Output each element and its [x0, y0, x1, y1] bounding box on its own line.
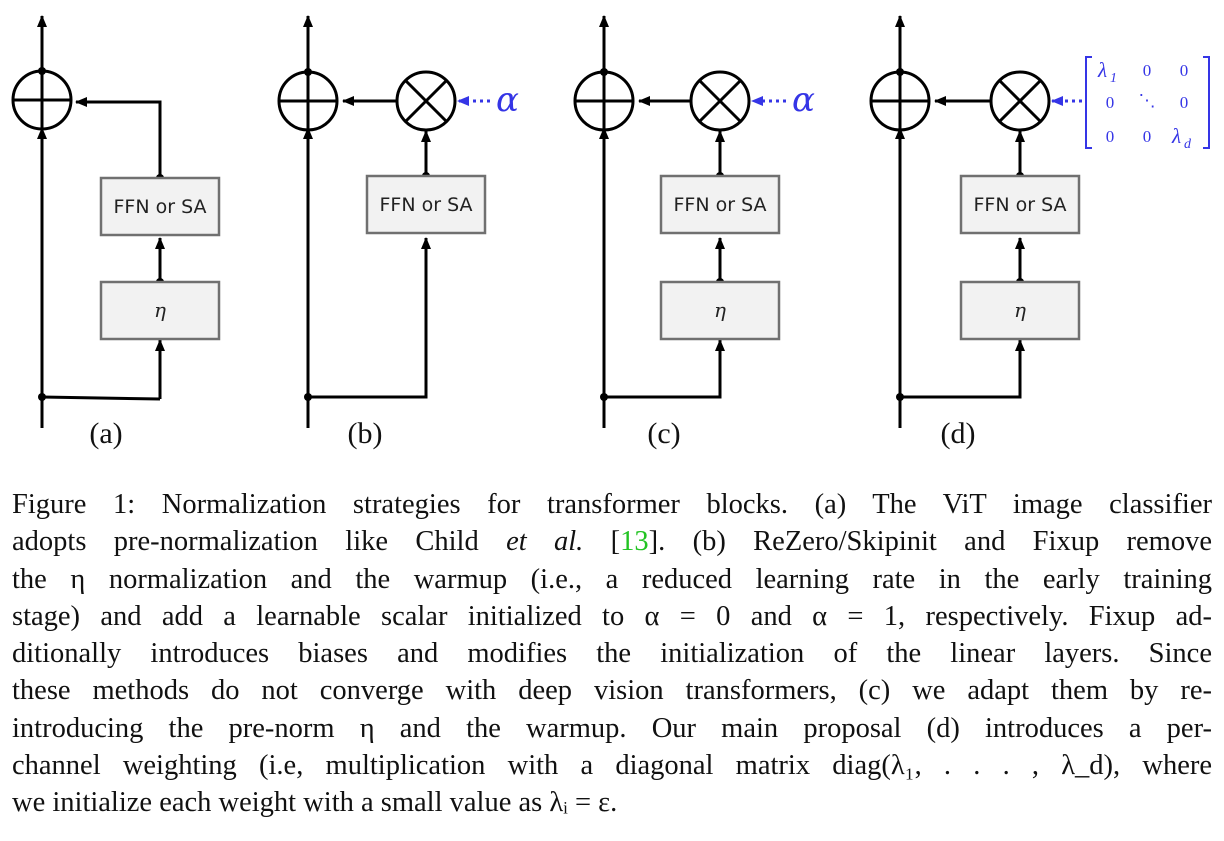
citation-link[interactable]: 13 — [620, 526, 649, 558]
panel-label-b: (b) — [348, 417, 383, 450]
matrix-zero-21: 0 — [1106, 93, 1115, 112]
caption-line-6: these methods do not converge with deep … — [12, 675, 1212, 707]
caption-line-8: channel weighting (i.e, multiplication w… — [12, 750, 1212, 782]
panel-label-c: (c) — [647, 417, 680, 450]
caption-line-1: Figure 1: Normalization strategies for t… — [12, 489, 1212, 520]
caption-line-2: adopts pre-normalization like Child et a… — [12, 523, 1212, 560]
panel-b — [277, 15, 457, 428]
eta-label-a: η — [154, 298, 166, 322]
ffn-label-d: FFN or SA — [974, 194, 1067, 216]
caption-line-3: the η normalization and the warmup (i.e.… — [12, 563, 1212, 595]
ffn-box-a — [99, 176, 221, 237]
caption-line-2b: ]. (b) ReZero/Skipinit and Fixup remove — [648, 526, 1212, 558]
eta-label-d: η — [1014, 298, 1026, 322]
diagonal-matrix: λ 1 0 0 0 ⋱ 0 0 0 λ d — [1085, 56, 1210, 152]
caption-line-5: ditionally introduces biases and modifie… — [12, 638, 1212, 670]
matrix-lambda-d-sub: d — [1184, 137, 1192, 152]
eta-label-c: η — [714, 298, 726, 322]
caption-line-7: introducing the pre-norm η and the warmu… — [12, 712, 1212, 744]
matrix-zero-13: 0 — [1180, 61, 1189, 80]
ffn-label-a: FFN or SA — [114, 196, 207, 218]
caption-line-2a: adopts pre-normalization like Child — [12, 526, 507, 558]
panel-label-a: (a) — [89, 417, 122, 450]
panel-d — [869, 15, 1051, 428]
caption-et-al: et al. — [506, 526, 584, 558]
ffn-label-b: FFN or SA — [380, 194, 473, 216]
matrix-lambda-1: λ — [1097, 58, 1107, 82]
eta-box-d — [959, 280, 1081, 341]
caption-line-4: stage) and add a learnable scalar initia… — [12, 600, 1212, 632]
figure-diagram: FFN or SA η (a) α FFN or SA (b) — [11, 15, 1210, 450]
matrix-zero-23: 0 — [1180, 93, 1189, 112]
panel-label-d: (d) — [941, 417, 976, 450]
matrix-lambda-1-sub: 1 — [1110, 71, 1117, 86]
figure-caption: Figure 1: Normalization strategies for t… — [12, 486, 1212, 822]
caption-bracket-open: [ — [583, 526, 621, 558]
ffn-box-b — [365, 174, 487, 235]
alpha-symbol-c: α — [792, 80, 815, 120]
matrix-lambda-d: λ — [1171, 124, 1181, 148]
panel-c — [573, 15, 751, 428]
ffn-box-c — [659, 174, 781, 235]
eta-box-a — [99, 280, 221, 341]
caption-line-9: we initialize each weight with a small v… — [12, 787, 618, 819]
ffn-box-d — [959, 174, 1081, 235]
matrix-zero-31: 0 — [1106, 127, 1115, 146]
matrix-zero-12: 0 — [1143, 61, 1152, 80]
alpha-symbol-b: α — [496, 80, 519, 120]
matrix-dots: ⋱ — [1139, 91, 1156, 110]
ffn-label-c: FFN or SA — [674, 194, 767, 216]
matrix-zero-32: 0 — [1143, 127, 1152, 146]
panel-a — [11, 15, 165, 428]
eta-box-c — [659, 280, 781, 341]
